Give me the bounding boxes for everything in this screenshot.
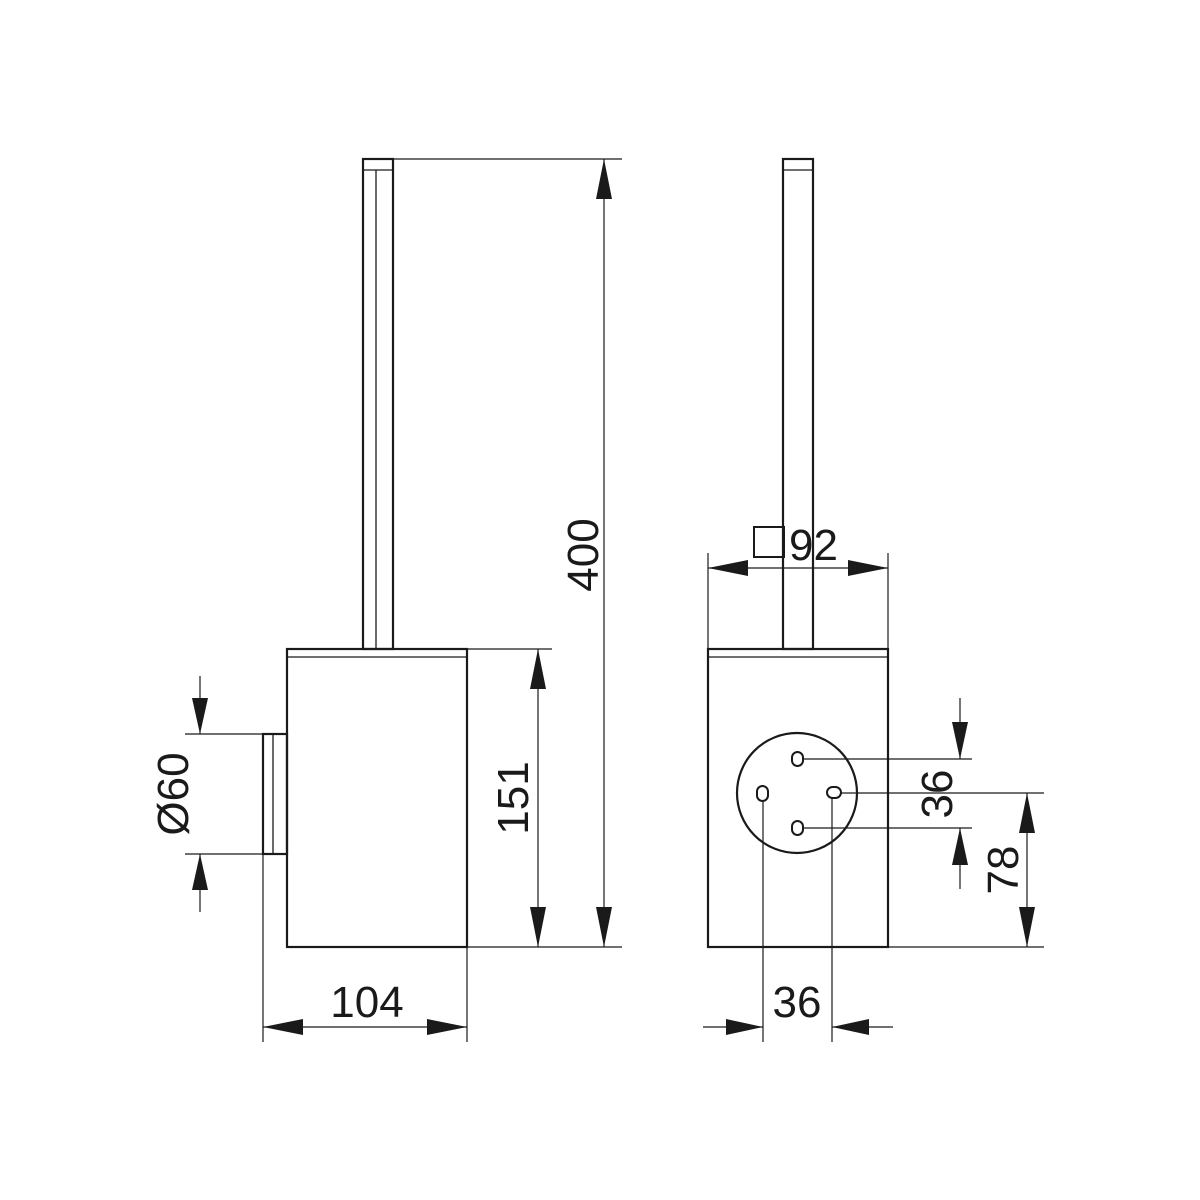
dimension-mount-center-height: 78: [841, 792, 1044, 948]
dimension-body-height: 151: [467, 648, 552, 947]
front-view: 92 36 78 36: [703, 157, 1044, 1042]
mount-hole-left: [756, 785, 769, 802]
dimension-label-diameter-60: Ø60: [149, 752, 198, 835]
dimension-square-width: 92: [707, 521, 889, 649]
dimension-hole-spacing-vertical: 36: [803, 698, 972, 889]
dimension-label-92: 92: [789, 521, 838, 570]
mount-hole-bottom: [791, 820, 804, 836]
dimension-label-78: 78: [979, 846, 1028, 895]
front-handle: [781, 157, 815, 651]
square-symbol-icon: [753, 526, 785, 558]
dimension-hole-spacing-horizontal: 36: [703, 798, 893, 1042]
mount-hole-right: [826, 786, 842, 799]
side-container-body: [285, 647, 469, 949]
dimension-label-400: 400: [559, 518, 608, 591]
side-wall-mount: [261, 732, 289, 856]
dimension-label-104: 104: [330, 978, 403, 1027]
dimension-depth: 104: [262, 854, 468, 1042]
dimension-mount-diameter: Ø60: [149, 676, 263, 912]
front-container-body: [706, 647, 890, 949]
side-handle: [361, 157, 395, 651]
mounting-plate: [735, 731, 859, 855]
dimension-label-36-vertical: 36: [913, 770, 962, 819]
dimension-label-36-horizontal: 36: [773, 978, 822, 1027]
side-view: 400 151 Ø60 104: [149, 157, 622, 1042]
dimension-total-height: 400: [393, 158, 622, 948]
dimension-label-151: 151: [489, 761, 538, 834]
mount-hole-top: [791, 751, 804, 767]
